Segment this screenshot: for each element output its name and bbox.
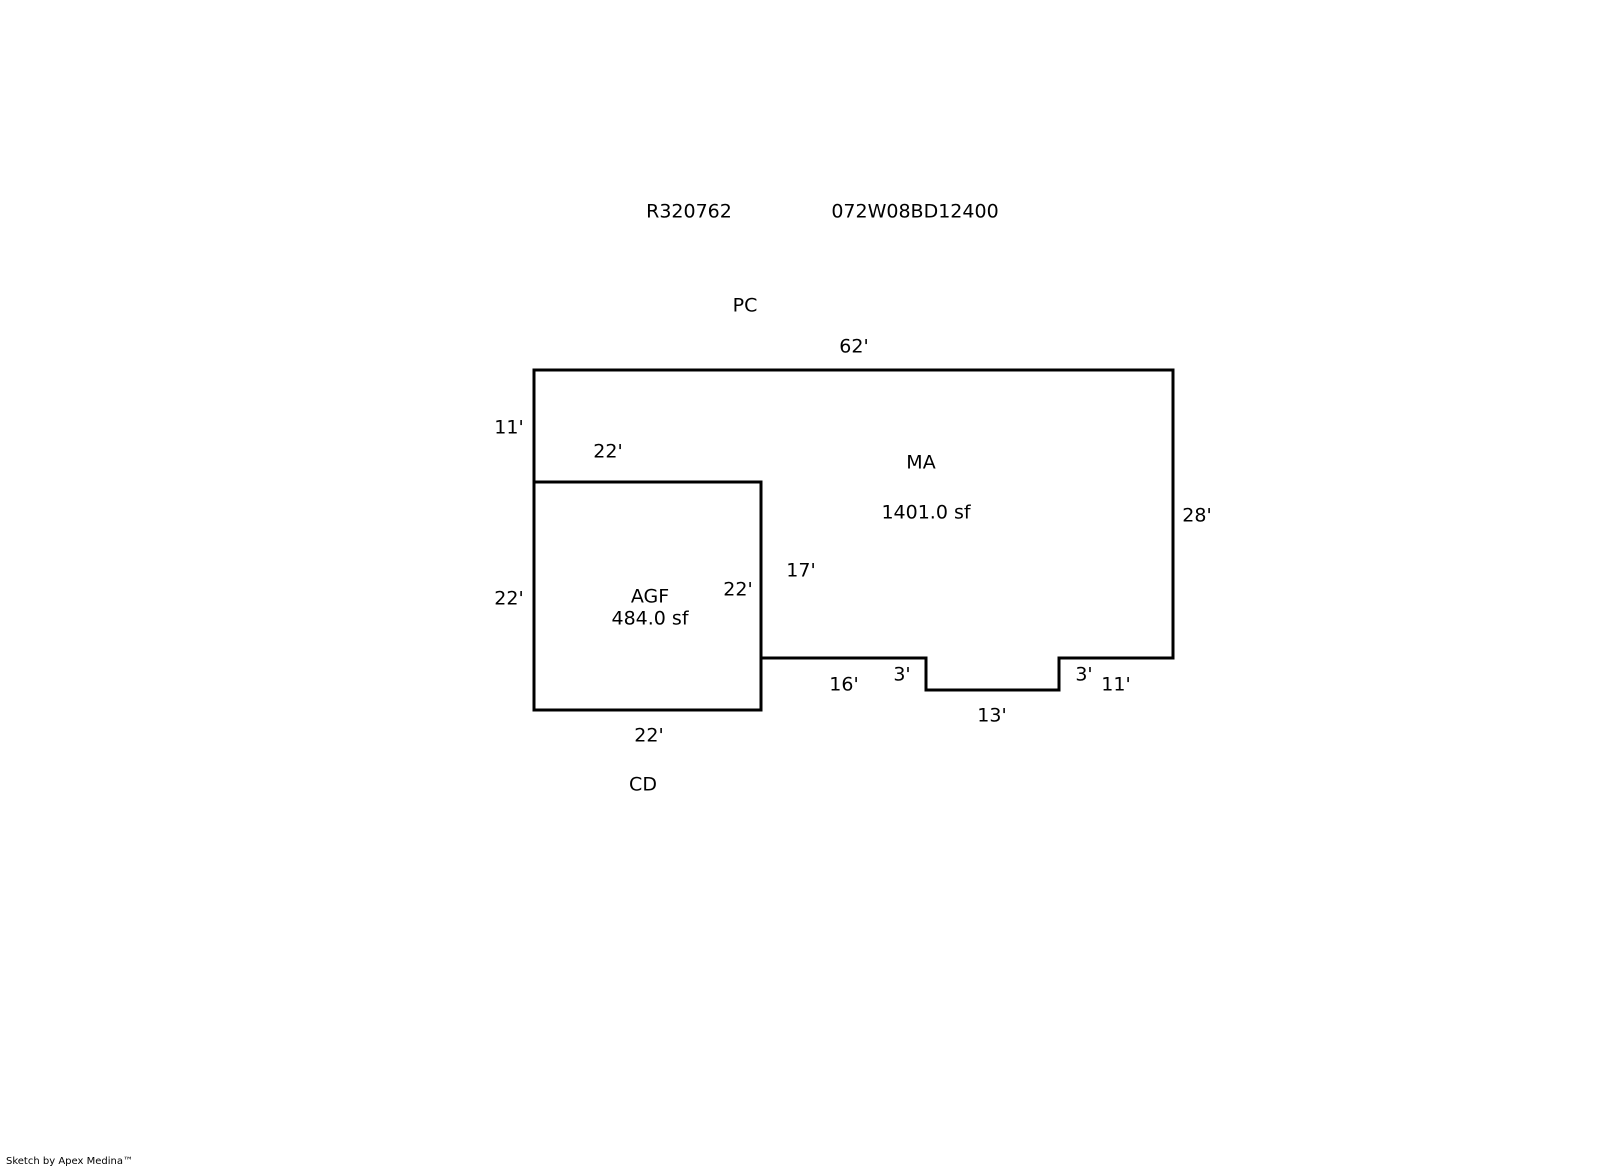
dim-top: 62' xyxy=(839,336,868,358)
dim-bottom-left: 16' xyxy=(829,674,858,696)
label-cd: CD xyxy=(629,774,657,796)
dim-garage-right: 22' xyxy=(723,579,752,601)
dim-garage-left: 22' xyxy=(494,588,523,610)
dim-bottom-right: 11' xyxy=(1101,674,1130,696)
dim-left-upper: 11' xyxy=(494,417,523,439)
main-area-outline xyxy=(532,368,1175,692)
dim-notch-right: 3' xyxy=(1075,664,1092,686)
account-id: R320762 xyxy=(646,201,732,223)
main-area-code: MA xyxy=(906,452,935,474)
garage-code: AGF xyxy=(631,586,669,608)
dim-inner-vertical: 17' xyxy=(786,560,815,582)
garage-outline xyxy=(532,480,763,712)
dim-right: 28' xyxy=(1182,505,1211,527)
label-pc: PC xyxy=(733,295,758,317)
map-tax-lot: 072W08BD12400 xyxy=(831,201,998,223)
main-area-size: 1401.0 sf xyxy=(881,502,971,524)
garage-size: 484.0 sf xyxy=(611,608,689,630)
dim-notch-bottom: 13' xyxy=(977,705,1006,727)
dim-notch-left: 3' xyxy=(893,664,910,686)
footer-credit: Sketch by Apex Medina™ xyxy=(6,1156,133,1167)
dim-garage-top: 22' xyxy=(593,441,622,463)
dim-garage-bottom: 22' xyxy=(634,725,663,747)
